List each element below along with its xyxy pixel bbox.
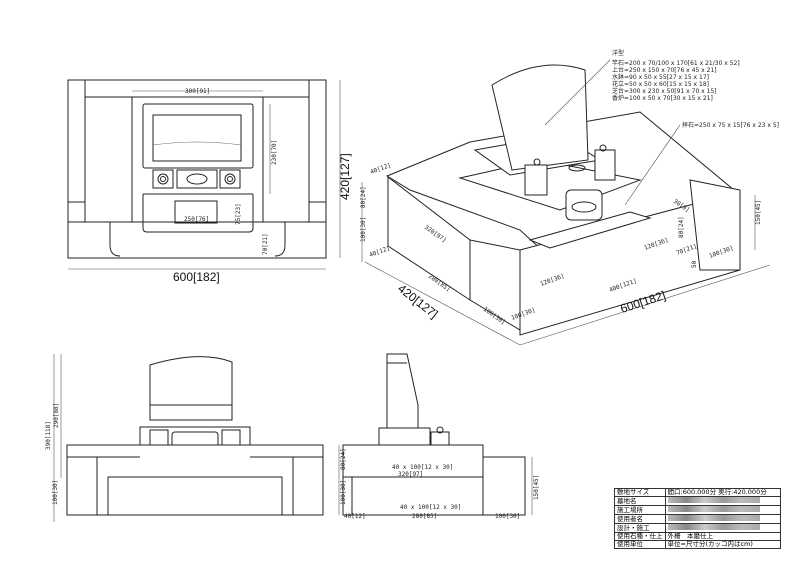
isometric-view: 40[12] 80[24] 100[30] 40[12] 320[97] 280…: [360, 59, 771, 346]
spec-haiseki: 拝石=250 x 75 x 15[76 x 23 x 5]: [682, 121, 779, 129]
spec-item: 香炉=100 x 50 x 70[30 x 15 x 21]: [612, 94, 713, 102]
side-dim-label: 40 x 100[12 x 30]: [400, 504, 461, 511]
side-view: 80[24] 100[30] 40 x 100[12 x 30] 320[97]…: [338, 353, 540, 520]
iso-dim-label: 40[12]: [368, 245, 391, 259]
title-block-table: 敷地サイズ間口:600.000分 奥行:420.000分 墓地名 施工場所 使用…: [614, 488, 781, 549]
plan-dim-label: 230[70]: [271, 140, 278, 165]
iso-depth-label: 420[127]: [395, 281, 440, 321]
table-value-redacted: [664, 496, 781, 506]
table-row: 施工場所: [614, 505, 781, 515]
plan-width-label: 600[182]: [173, 270, 220, 284]
side-dim-label: 80[24]: [340, 448, 347, 470]
plan-view: 300[91] 230[70] 250[76] 75[23] 70[21] 60…: [67, 79, 352, 284]
plan-depth-label: 420[127]: [338, 153, 352, 200]
table-label: 使用単位: [614, 540, 666, 549]
plan-dim-label: 70[21]: [262, 233, 269, 255]
table-value-redacted: [664, 514, 781, 524]
side-dim-label: 100[30]: [340, 480, 347, 505]
front-dim-label: 290[88]: [53, 403, 60, 428]
front-dim-label: 100[30]: [52, 480, 59, 505]
plan-dim-label: 300[91]: [185, 88, 210, 95]
iso-dim-label: 40[12]: [369, 162, 392, 176]
table-value: 単位=尺寸分(カッコ内はcm): [664, 540, 781, 549]
table-label: 使用者名: [614, 514, 666, 524]
iso-dim-label: 150[45]: [755, 200, 762, 225]
spec-item: 竿石=200 x 70/100 x 170[61 x 21/30 x 52]: [612, 59, 740, 67]
spec-item: 水鉢=90 x 50 x 55[27 x 15 x 17]: [612, 73, 709, 81]
plan-dim-label: 250[76]: [184, 216, 209, 223]
table-value-redacted: [664, 505, 781, 515]
iso-dim-label: 80[24]: [678, 216, 685, 238]
iso-dim-label: 50: [691, 260, 698, 268]
side-dim-label: 40 x 100[12 x 30]: [392, 464, 453, 471]
spec-item: 芝台=300 x 230 x 50[91 x 70 x 15]: [612, 87, 717, 95]
plan-dim-label: 75[23]: [235, 203, 242, 225]
iso-dim-label: 80[24]: [360, 186, 367, 208]
front-dim-label: 390[118]: [45, 421, 52, 450]
side-dim-label: 320[97]: [398, 471, 423, 478]
side-dim-label: 280[85]: [412, 513, 437, 520]
table-value: 間口:600.000分 奥行:420.000分: [664, 488, 781, 497]
side-dim-label: 100[30]: [495, 513, 520, 520]
table-label: 施工場所: [614, 505, 666, 515]
spec-item: 花立=50 x 50 x 60[15 x 15 x 18]: [612, 80, 709, 88]
table-row: 敷地サイズ間口:600.000分 奥行:420.000分: [614, 488, 781, 497]
side-dim-label: 150[45]: [533, 475, 540, 500]
table-row: 使用単位単位=尺寸分(カッコ内はcm): [614, 540, 781, 549]
spec-item: 上台=250 x 150 x 70[76 x 45 x 21]: [612, 66, 717, 74]
table-row: 使用者名: [614, 514, 781, 524]
table-label: 墓地名: [614, 496, 666, 506]
side-dim-label: 40[12]: [344, 513, 366, 520]
iso-dim-label: 100[30]: [360, 217, 367, 242]
table-row: 墓地名: [614, 496, 781, 506]
spec-title: 洋型: [612, 49, 624, 57]
component-spec-note: 洋型 竿石=200 x 70/100 x 170[61 x 21/30 x 52…: [612, 49, 779, 129]
front-view: 390[118] 290[88] 100[30]: [45, 354, 324, 522]
table-label: 敷地サイズ: [614, 488, 666, 497]
